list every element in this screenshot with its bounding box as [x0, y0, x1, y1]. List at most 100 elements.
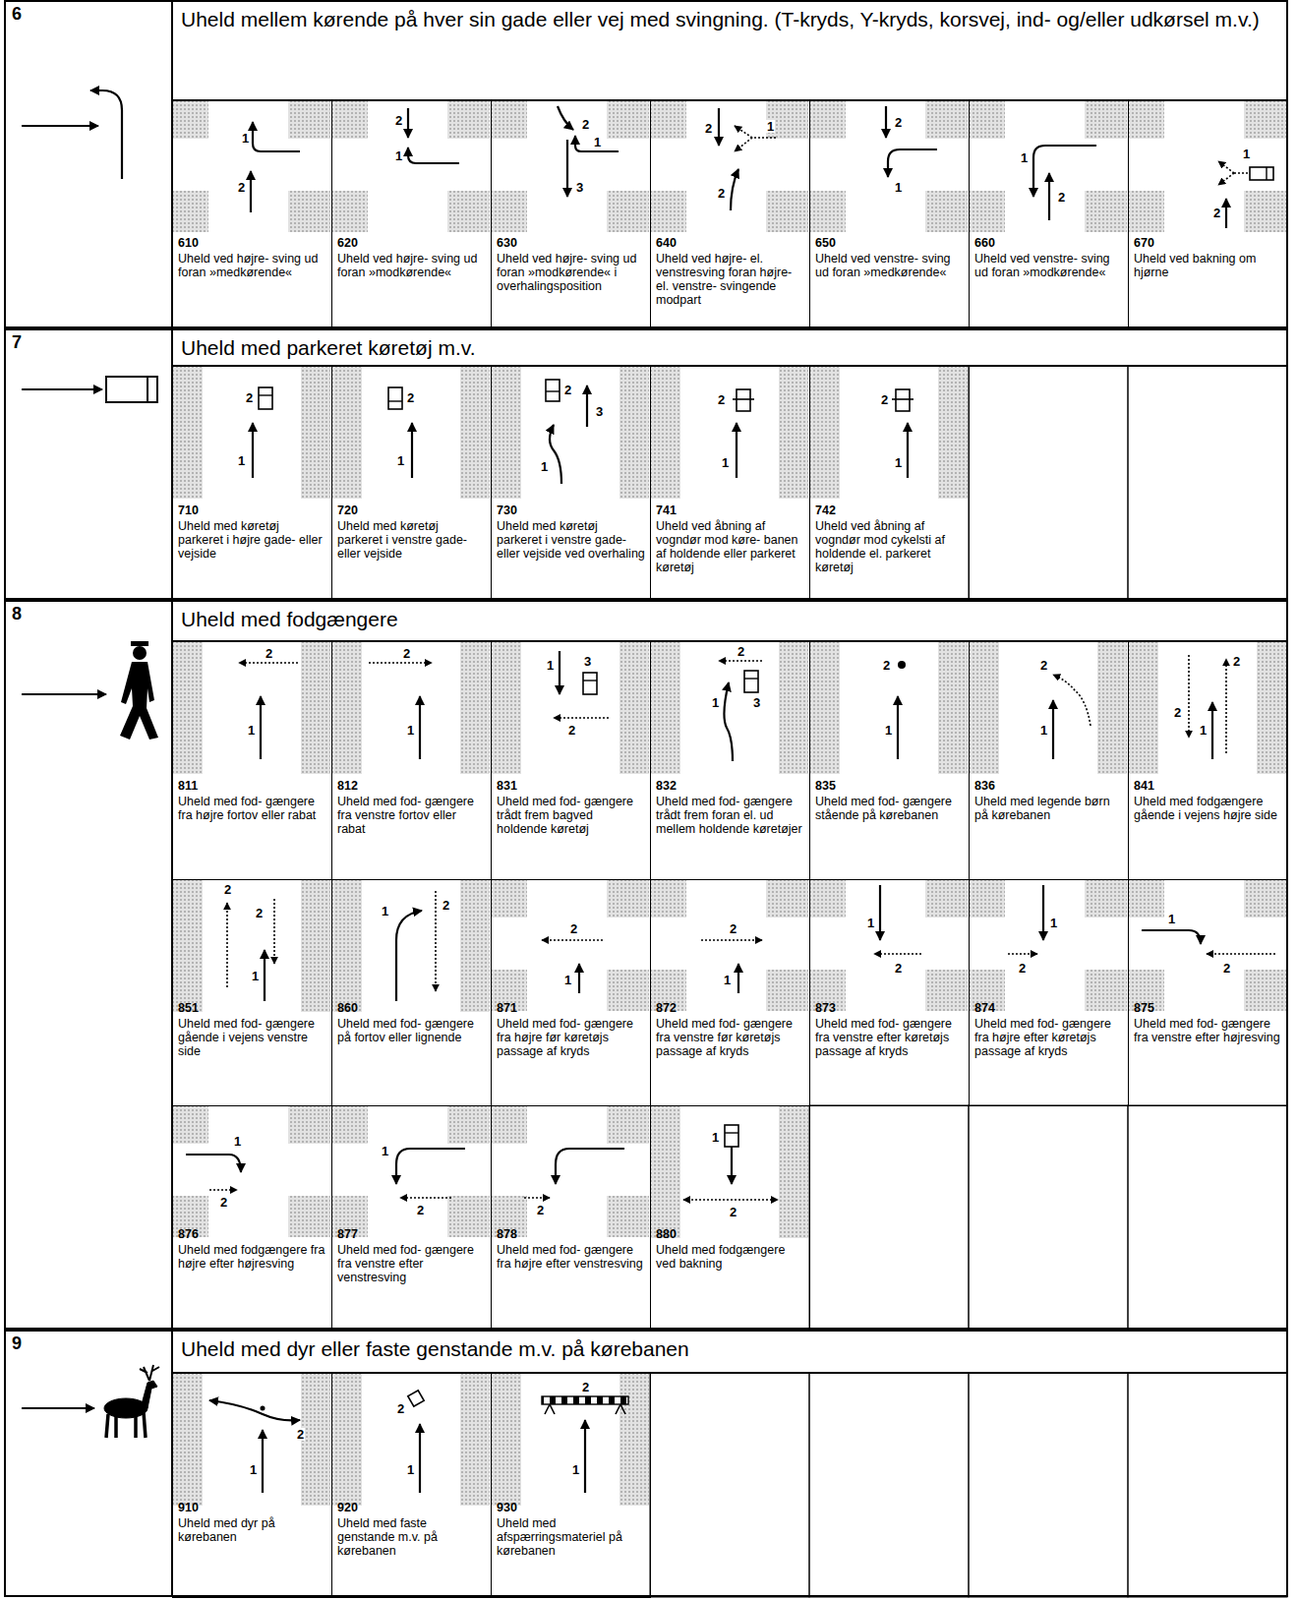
callout-number: 1 — [1241, 147, 1251, 161]
section-band: 8Uheld med fodgængere811Uheld med fod- g… — [3, 599, 1289, 1330]
accident-code: 650 — [815, 236, 836, 251]
accident-code: 832 — [655, 779, 677, 794]
section-heading: Uheld med fodgængere — [180, 606, 1279, 633]
callout-number: 2 — [1222, 961, 1232, 975]
callout-number: 1 — [1019, 151, 1029, 165]
callout-number: 2 — [728, 1205, 738, 1219]
callout-number: 3 — [583, 654, 592, 668]
accident-cell: 670Uheld ved bakning om hjørne — [1127, 100, 1289, 330]
callout-number: 2 — [1232, 654, 1241, 668]
accident-code: 910 — [177, 1501, 199, 1516]
accident-code: 630 — [496, 236, 518, 251]
callout-number: 1 — [710, 1130, 720, 1144]
callout-number: 1 — [720, 456, 730, 470]
accident-description: Uheld ved højre- sving ud foran »modkøre… — [337, 251, 487, 280]
callout-number: 2 — [244, 391, 254, 405]
callout-number: 3 — [752, 696, 762, 709]
accident-code: 742 — [815, 504, 836, 519]
callout-number: 2 — [394, 114, 404, 127]
accident-description: Uheld med afspærringsmateriel på køreban… — [496, 1516, 647, 1558]
accident-description: Uheld med fod- gængere trådt frem bagved… — [496, 794, 647, 836]
accident-code: 835 — [815, 779, 836, 794]
accident-cell: 660Uheld ved venstre- sving ud foran »mo… — [968, 100, 1129, 330]
accident-cell: 877Uheld med fod- gængere fra venstre ef… — [331, 1105, 492, 1331]
accident-cell: 620Uheld ved højre- sving ud foran »modk… — [331, 100, 492, 330]
callout-number: 1 — [539, 460, 549, 473]
accident-code: 871 — [496, 1002, 518, 1016]
section-heading: Uheld med parkeret køretøj m.v. — [180, 335, 1279, 361]
accident-cell: 610Uheld ved højre- sving ud foran »medk… — [172, 100, 333, 330]
callout-number: 2 — [880, 393, 889, 407]
accident-cell: 873Uheld med fod- gængere fra venstre ef… — [809, 879, 970, 1107]
accident-description: Uheld med køretøj parkeret i højre gade-… — [177, 519, 328, 561]
callout-number: 2 — [882, 658, 891, 672]
accident-code: 640 — [655, 236, 677, 251]
callout-number: 2 — [581, 1380, 590, 1394]
accident-cell: 930Uheld med afspærringsmateriel på køre… — [490, 1372, 651, 1598]
accident-code: 610 — [177, 236, 199, 251]
callout-number: 1 — [893, 456, 903, 470]
accident-code: 877 — [337, 1228, 358, 1242]
callout-number: 2 — [736, 645, 746, 658]
callout-number: 1 — [248, 1463, 258, 1476]
callout-number: 1 — [380, 1144, 390, 1158]
accident-description: Uheld med fod- gængere fra venstre efter… — [1133, 1016, 1284, 1045]
callout-number: 2 — [1212, 206, 1222, 220]
callout-number: 1 — [592, 135, 602, 149]
callout-number: 2 — [236, 180, 246, 194]
callout-number: 2 — [396, 1402, 406, 1415]
accident-cell: 812Uheld med fod- gængere fra venstre fo… — [331, 641, 492, 881]
accident-cell: 841Uheld med fodgængere gående i vejens … — [1127, 641, 1289, 881]
accident-code: 710 — [177, 504, 199, 519]
callout-number: 2 — [893, 961, 903, 975]
accident-description: Uheld med fod- gængere fra venstre efter… — [815, 1016, 965, 1059]
callout-number: 1 — [406, 1463, 415, 1476]
callout-number: 1 — [884, 723, 893, 737]
accident-code: 874 — [974, 1002, 996, 1016]
callout-number: 1 — [396, 454, 406, 468]
accident-code: 876 — [177, 1228, 199, 1242]
accident-description: Uheld med dyr på kørebanen — [177, 1516, 328, 1544]
callout-number: 2 — [441, 898, 451, 912]
accident-code: 930 — [496, 1501, 518, 1516]
callout-number: 1 — [1167, 912, 1177, 926]
accident-description: Uheld med fodgængere fra højre efter høj… — [177, 1242, 328, 1271]
callout-number: 1 — [1039, 723, 1049, 737]
accident-description: Uheld ved højre- sving ud foran »medkøre… — [177, 251, 328, 280]
accident-code: 741 — [655, 504, 677, 519]
accident-description: Uheld ved åbning af vogndør mod cykelsti… — [815, 519, 965, 575]
accident-cell: 878Uheld med fod- gængere fra højre efte… — [490, 1105, 651, 1331]
callout-number: 2 — [567, 723, 577, 737]
callout-number: 2 — [535, 1203, 545, 1217]
callout-number: 2 — [716, 186, 726, 200]
callout-number: 2 — [1017, 961, 1027, 975]
section-heading: Uheld mellem kørende på hver sin gade el… — [180, 6, 1279, 33]
callout-number: 2 — [415, 1203, 425, 1217]
accident-code: 841 — [1133, 779, 1155, 794]
accident-description: Uheld med fod- gængere trådt frem foran … — [655, 794, 806, 836]
accident-cell: 875Uheld med fod- gængere fra venstre ef… — [1127, 879, 1289, 1107]
callout-number: 1 — [246, 723, 256, 737]
accident-code: 812 — [337, 779, 358, 794]
accident-cell: 835Uheld med fod- gængere stående på kør… — [809, 641, 970, 881]
accident-description: Uheld med fod- gængere fra højre før kør… — [496, 1016, 647, 1059]
accident-code: 836 — [974, 779, 996, 794]
accident-description: Uheld med fodgængere gående i vejens høj… — [1133, 794, 1284, 823]
accident-description: Uheld med fod- gængere fra højre efter v… — [496, 1242, 647, 1271]
callout-number: 2 — [402, 647, 412, 660]
accident-cell: 730Uheld med køretøj parkeret i venstre … — [490, 365, 651, 601]
callout-number: 2 — [1039, 658, 1049, 672]
callout-number: 2 — [893, 116, 903, 129]
callout-number: 2 — [264, 647, 274, 660]
accident-cell: 650Uheld ved venstre- sving ud foran »me… — [809, 100, 970, 330]
callout-number: 1 — [766, 119, 775, 133]
accident-cell: 851Uheld med fod- gængere gående i vejen… — [172, 879, 333, 1107]
callout-number: 1 — [394, 149, 404, 163]
accident-description: Uheld med fod- gængere stående på køreba… — [815, 794, 965, 823]
accident-cell: 876Uheld med fodgængere fra højre efter … — [172, 1105, 333, 1331]
accident-description: Uheld ved højre- el. venstresving foran … — [655, 251, 806, 307]
accident-code: 860 — [337, 1002, 358, 1016]
accident-description: Uheld ved venstre- sving ud foran »modkø… — [974, 251, 1124, 280]
accident-description: Uheld ved venstre- sving ud foran »medkø… — [815, 251, 965, 280]
